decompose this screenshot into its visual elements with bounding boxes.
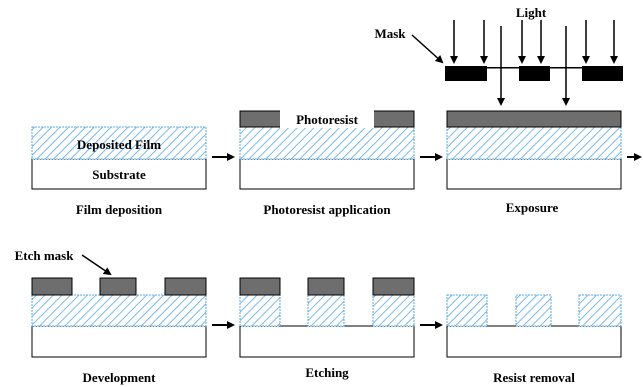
step-photoresist-application: Photoresist Photoresist application [239,110,415,217]
substrate-layer [31,325,207,358]
light-rays [450,20,618,106]
etched-film-segment [515,294,552,327]
mask-opaque-region [519,66,550,81]
resist-pattern [307,277,345,296]
mask-label: Mask [374,26,406,41]
deposited-film-layer [446,126,622,160]
substrate-layer [446,158,622,190]
resist-pattern [164,277,207,296]
etched-film-segment [239,294,281,327]
mask-opaque-region [445,66,487,81]
step-caption: Exposure [506,200,559,215]
step-resist-removal: Resist removal [446,294,622,385]
deposited-film-layer [31,294,207,327]
substrate-layer [446,325,622,358]
step-exposure: Light Mask Exposure [374,5,623,215]
etched-film-segment [578,294,622,327]
resist-pattern [239,277,281,296]
deposited-film-layer [31,126,207,160]
step-film-deposition: Deposited Film Substrate Film deposition [31,126,207,217]
photoresist-label-backdrop [280,110,374,128]
resist-pattern [31,277,73,296]
step-caption: Photoresist application [263,202,391,217]
deposited-film-layer [239,126,415,160]
step-caption: Development [83,370,157,385]
resist-pattern [99,277,137,296]
step-etching: Etching [239,277,415,380]
etched-film-segment [372,294,415,327]
etched-film-segment [446,294,488,327]
etch-mask-pointer-arrow [81,254,112,276]
substrate-layer [31,158,207,190]
step-development: Etch mask Development [15,248,207,385]
light-label: Light [516,5,547,20]
deposited-film-label: Deposited Film [77,137,161,152]
mask-pointer-arrow [411,34,444,64]
step-caption: Resist removal [493,370,575,385]
substrate-label: Substrate [92,167,146,182]
step-caption: Film deposition [76,202,163,217]
step-caption: Etching [305,365,349,380]
substrate-layer [239,325,415,358]
photoresist-label: Photoresist [296,112,359,127]
etch-mask-label: Etch mask [15,248,75,263]
etched-film-segment [307,294,345,327]
mask-opaque-region [582,66,623,81]
photoresist-layer [446,110,622,128]
substrate-layer [239,158,415,190]
resist-pattern [372,277,415,296]
